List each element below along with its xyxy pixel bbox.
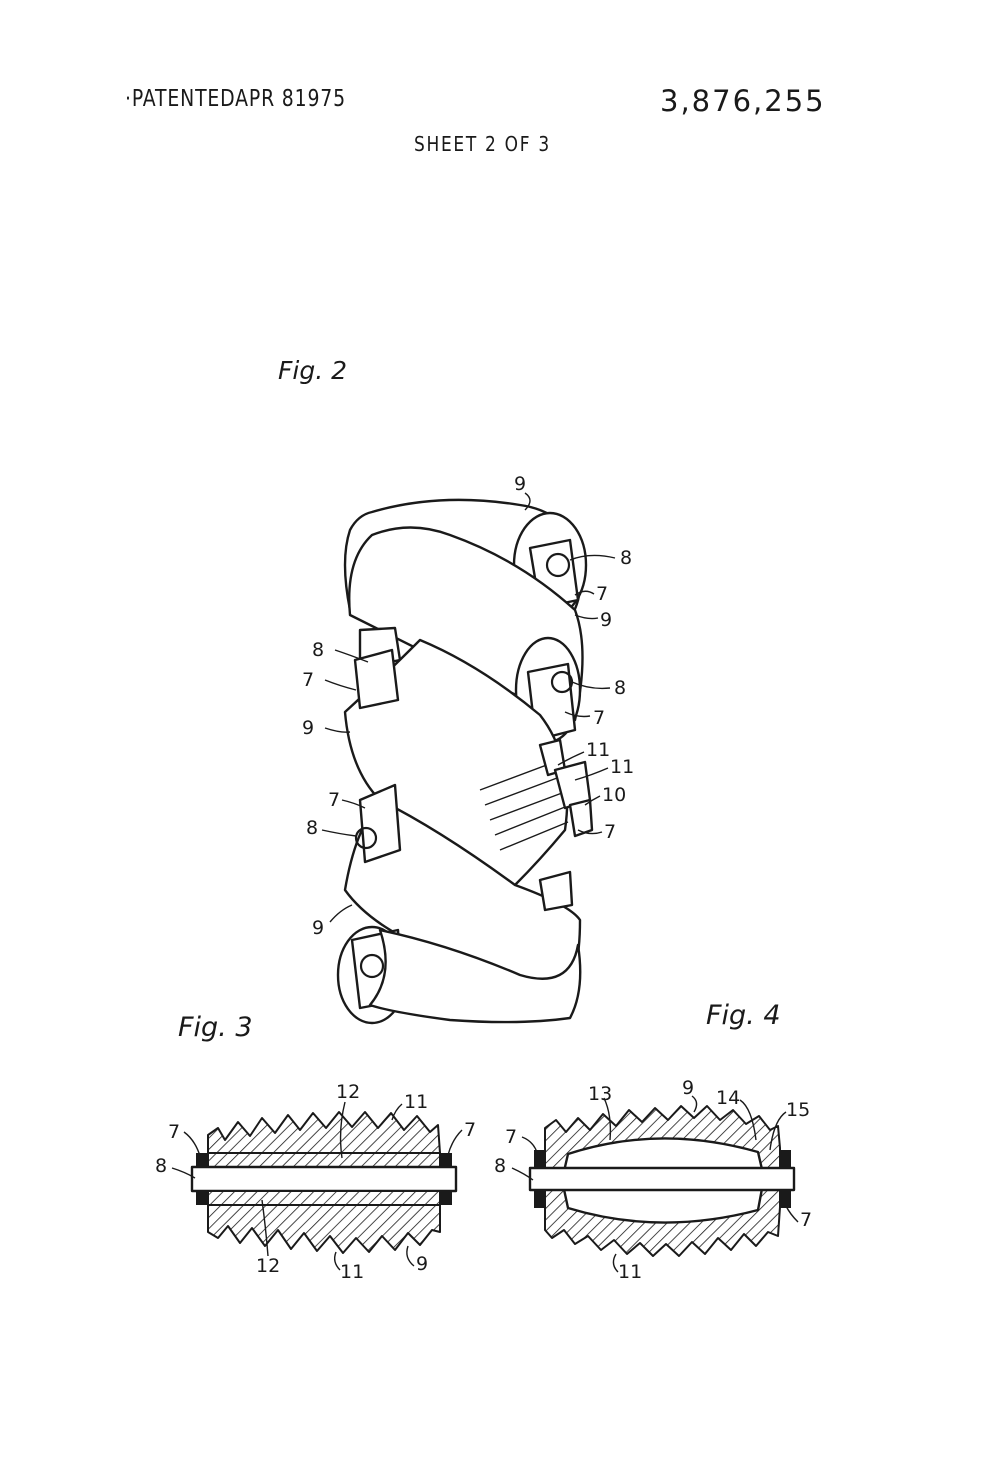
fig2-ref: 11 — [610, 756, 634, 778]
fig2-ref: 9 — [514, 473, 526, 495]
fig4-ref: 13 — [588, 1083, 612, 1105]
fig3-label: Fig. 3 — [178, 1012, 253, 1043]
fig4-ref: 15 — [786, 1099, 810, 1121]
fig3-cross-section: 12 11 7 7 8 12 11 9 — [155, 1081, 476, 1283]
fig3-ref: 12 — [336, 1081, 360, 1103]
fig3-lower-sleeve — [207, 1190, 441, 1206]
patent-number: 3,876,255 — [660, 84, 826, 118]
fig3-lower-teeth — [207, 1204, 441, 1254]
sheet-number: SHEET 2 OF 3 — [414, 132, 551, 156]
fig3-ref: 12 — [256, 1255, 280, 1277]
fig3-upper-teeth — [207, 1111, 441, 1154]
fig2-ref: 11 — [586, 739, 610, 761]
fig4-cross-section: 13 9 14 15 7 8 7 11 — [494, 1077, 812, 1283]
fig2-ref: 8 — [620, 547, 632, 569]
fig2-ref: 8 — [312, 639, 324, 661]
fig2-ref: 8 — [306, 817, 318, 839]
fig2-ref: 7 — [328, 789, 340, 811]
fig2-ref: 7 — [596, 583, 608, 605]
patented-date: ·PATENTEDAPR 81975 — [125, 86, 346, 112]
fig4-ref: 7 — [800, 1209, 812, 1231]
fig2-ref: 7 — [302, 669, 314, 691]
fig3-ref: 7 — [168, 1121, 180, 1143]
fig2-ref: 9 — [600, 609, 612, 631]
fig2-ref: 8 — [614, 677, 626, 699]
fig4-ref: 9 — [682, 1077, 694, 1099]
fig2-ref: 7 — [593, 707, 605, 729]
fig2-roller-5 — [336, 925, 582, 1025]
fig3-ref: 11 — [340, 1261, 364, 1283]
fig2-roller-2 — [348, 526, 584, 744]
fig3-ref: 7 — [464, 1119, 476, 1141]
fig4-ref: 11 — [618, 1261, 642, 1283]
fig3-ref: 11 — [404, 1091, 428, 1113]
fig3-reference-numerals: 12 11 7 7 8 12 11 9 — [155, 1081, 476, 1283]
fig4-ref: 8 — [494, 1155, 506, 1177]
fig2-roller-chain: 9 8 7 9 8 7 8 7 9 11 11 — [302, 473, 634, 1025]
fig3-ref: 9 — [416, 1253, 428, 1275]
fig4-label: Fig. 4 — [706, 1000, 781, 1031]
fig3-shaft — [190, 1165, 458, 1193]
fig2-reference-numerals: 9 8 7 9 8 7 8 7 9 11 11 — [302, 473, 634, 939]
fig2-ref: 9 — [312, 917, 324, 939]
fig2-ref: 10 — [602, 784, 626, 806]
fig4-ref: 7 — [505, 1126, 517, 1148]
fig3-ref: 8 — [155, 1155, 167, 1177]
fig4-shaft — [528, 1166, 796, 1192]
fig2-ref: 7 — [604, 821, 616, 843]
fig2-roller-3 — [343, 638, 594, 887]
fig3-upper-sleeve — [207, 1152, 441, 1168]
fig2-ref: 9 — [302, 717, 314, 739]
fig4-ref: 14 — [716, 1087, 740, 1109]
fig4-reference-numerals: 13 9 14 15 7 8 7 11 — [494, 1077, 812, 1283]
fig2-label: Fig. 2 — [278, 356, 347, 385]
